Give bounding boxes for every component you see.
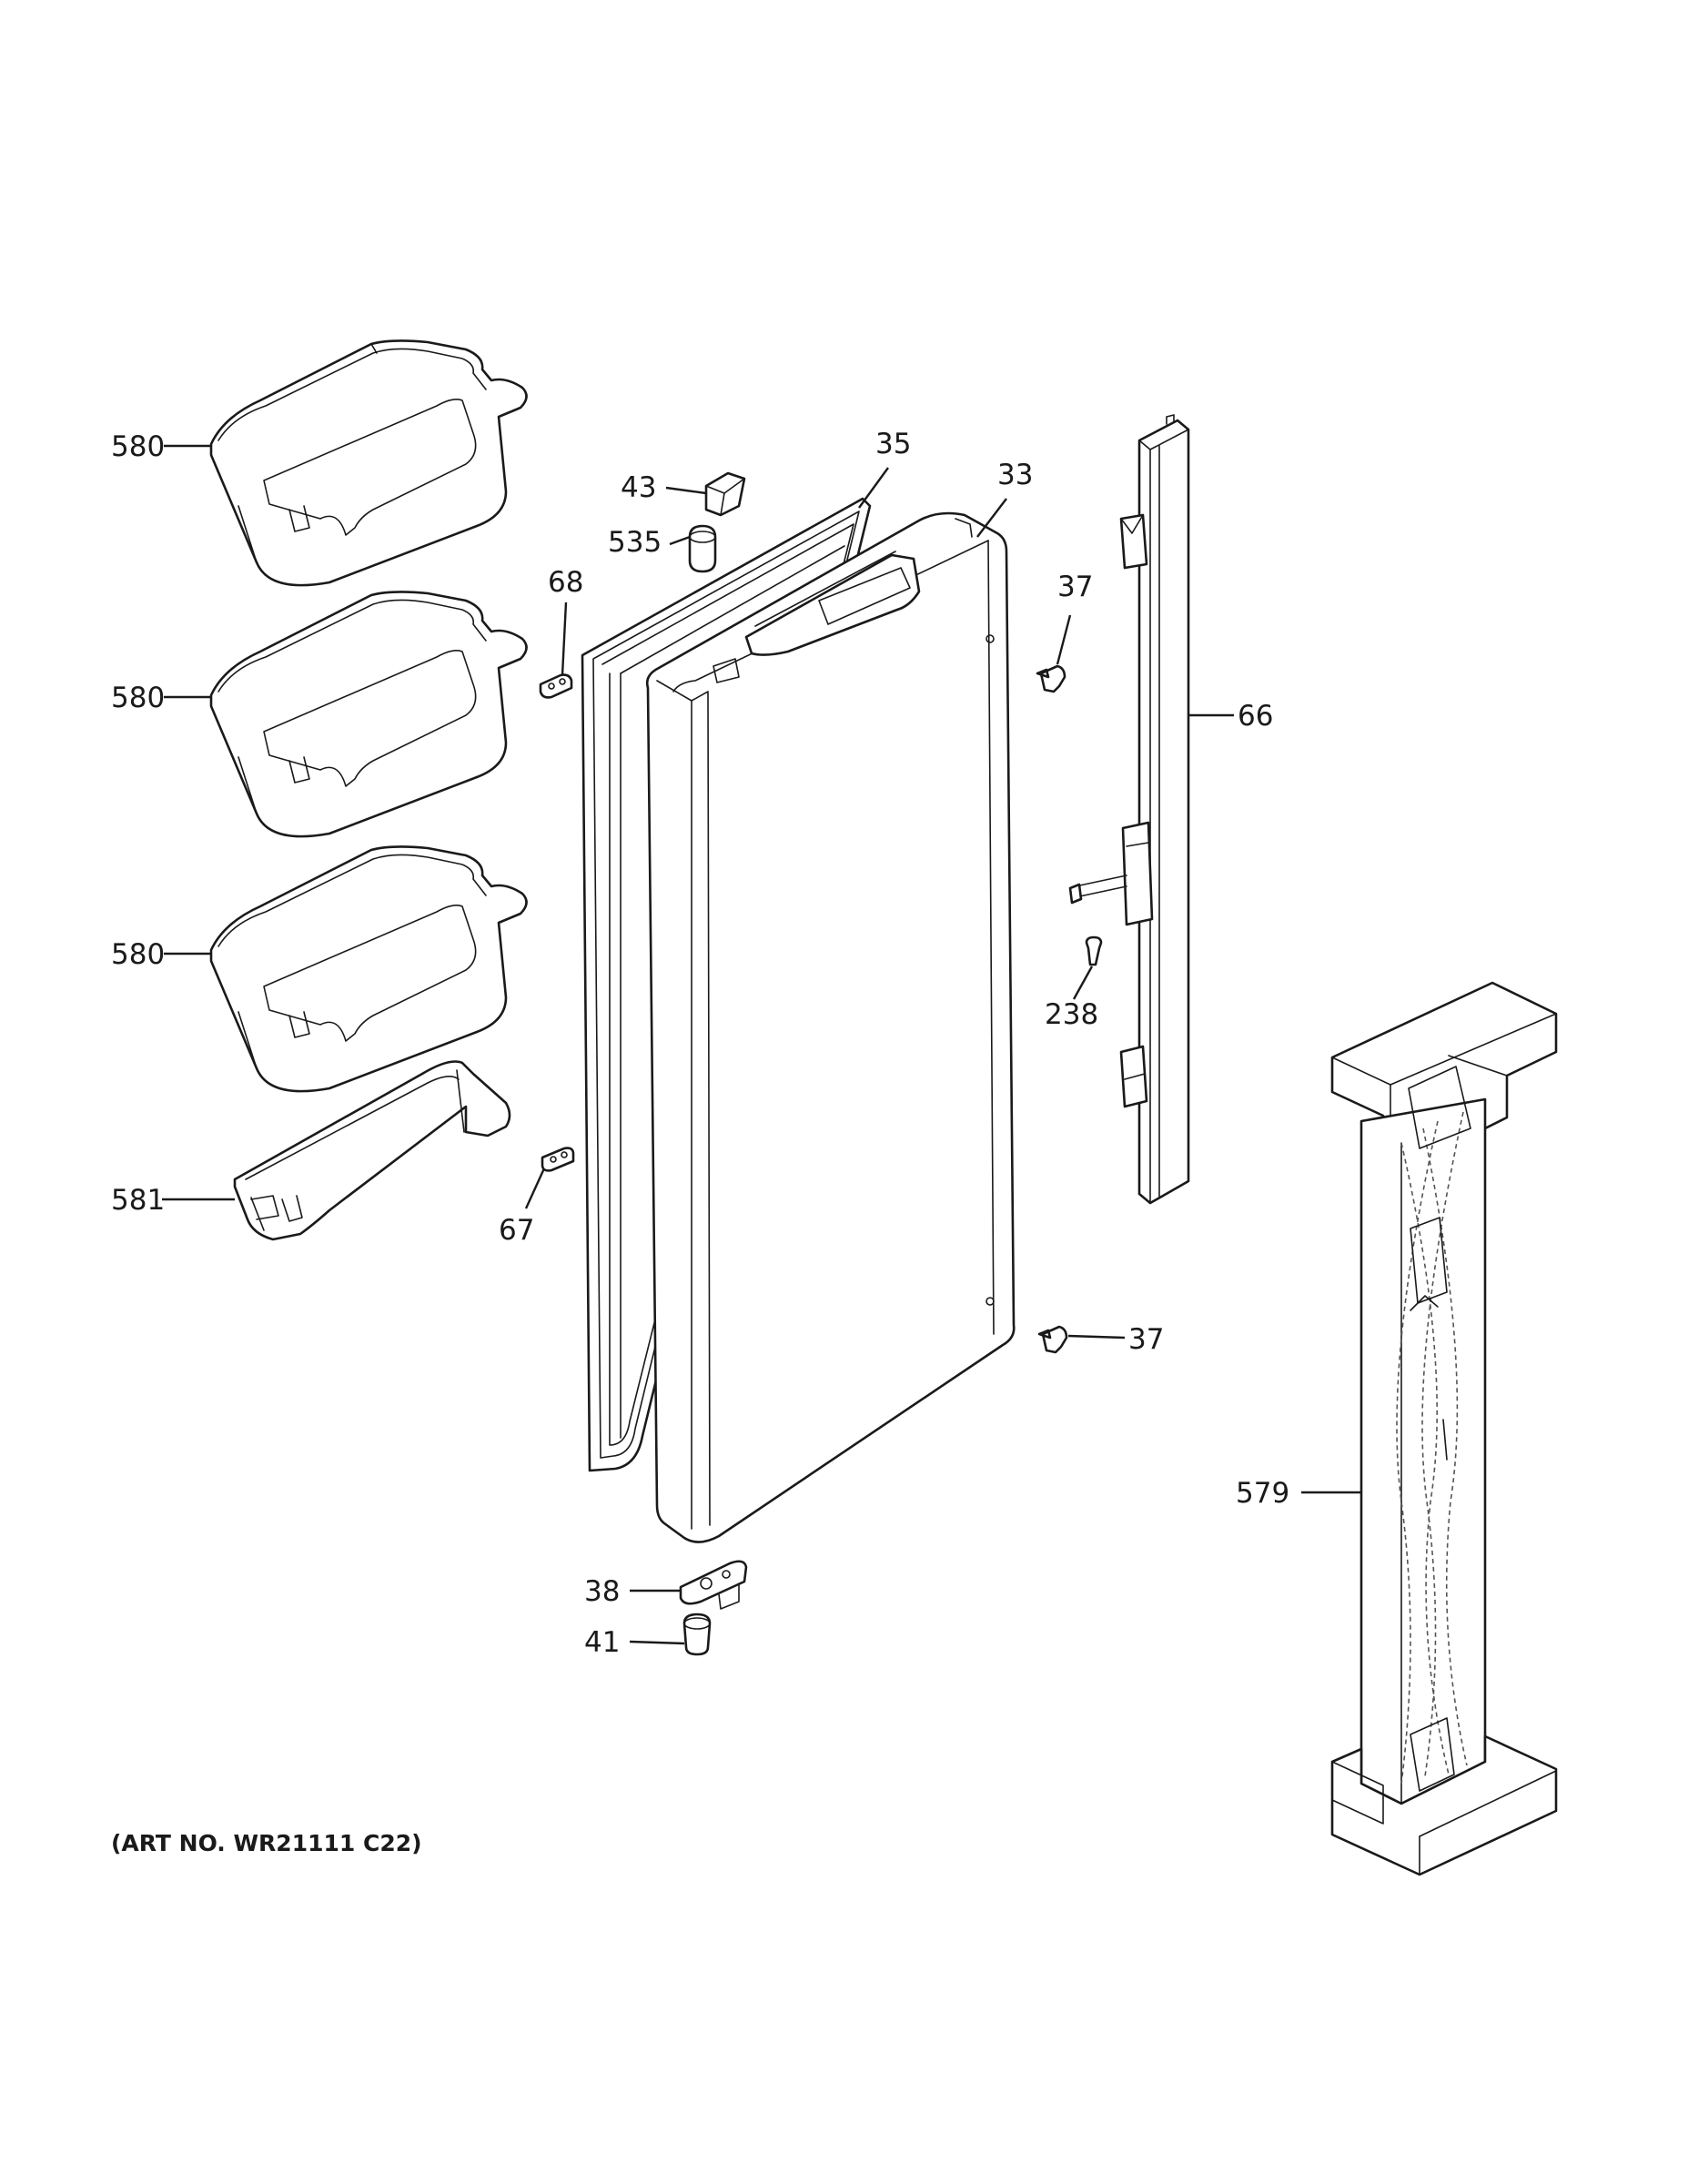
callout-bin-third: 580 xyxy=(111,938,165,971)
leader-bushing-top xyxy=(669,535,691,546)
callout-clip-bottom: 67 xyxy=(499,1214,534,1247)
callout-cap-top: 43 xyxy=(621,471,656,504)
refrigerator-door[interactable] xyxy=(645,511,1016,1543)
leader-screw-mid xyxy=(1072,966,1094,1000)
door-bin-third[interactable] xyxy=(209,845,528,1093)
leader-bushing-bottom xyxy=(629,1640,685,1645)
screw-top[interactable] xyxy=(1036,664,1066,693)
callout-bin-second: 580 xyxy=(111,682,165,714)
clip-bottom[interactable] xyxy=(541,1147,575,1172)
leader-clip-top xyxy=(561,602,568,676)
hinge-bottom[interactable] xyxy=(679,1560,748,1610)
callout-door: 33 xyxy=(997,459,1033,491)
callout-bin-small: 581 xyxy=(111,1184,165,1217)
leader-cap-top xyxy=(665,486,707,495)
door-handle-trim[interactable] xyxy=(1068,414,1190,1205)
door-bin-top[interactable] xyxy=(209,339,528,587)
callout-hinge-bottom: 38 xyxy=(584,1575,620,1608)
center-mullion[interactable] xyxy=(1330,981,1558,1876)
leader-door xyxy=(976,498,1007,538)
callout-screw-bottom: 37 xyxy=(1128,1323,1164,1356)
callout-screw-top: 37 xyxy=(1057,571,1093,603)
leader-gasket xyxy=(858,467,889,509)
hinge-bushing-top[interactable] xyxy=(688,524,717,573)
screw-mid[interactable] xyxy=(1085,935,1103,966)
hinge-bushing-bottom[interactable] xyxy=(682,1613,712,1656)
leader-clip-bottom xyxy=(524,1168,546,1209)
callout-bin-top: 580 xyxy=(111,430,165,463)
leader-screw-bottom xyxy=(1067,1334,1126,1340)
door-bin-small[interactable] xyxy=(233,1060,511,1241)
callout-mullion: 579 xyxy=(1236,1477,1289,1510)
screw-bottom[interactable] xyxy=(1037,1325,1068,1354)
callout-screw-mid: 238 xyxy=(1045,998,1098,1031)
callout-bushing-top: 535 xyxy=(608,526,662,559)
clip-top[interactable] xyxy=(539,673,573,699)
callout-bushing-bottom: 41 xyxy=(584,1626,620,1659)
leader-screw-top xyxy=(1056,614,1072,665)
callout-gasket: 35 xyxy=(875,428,911,460)
callout-handle-trim: 66 xyxy=(1238,700,1273,733)
door-bin-second[interactable] xyxy=(209,591,528,838)
callout-clip-top: 68 xyxy=(548,566,583,599)
hinge-cap-top[interactable] xyxy=(704,471,746,517)
art-number: (ART NO. WR21111 C22) xyxy=(111,1830,422,1856)
